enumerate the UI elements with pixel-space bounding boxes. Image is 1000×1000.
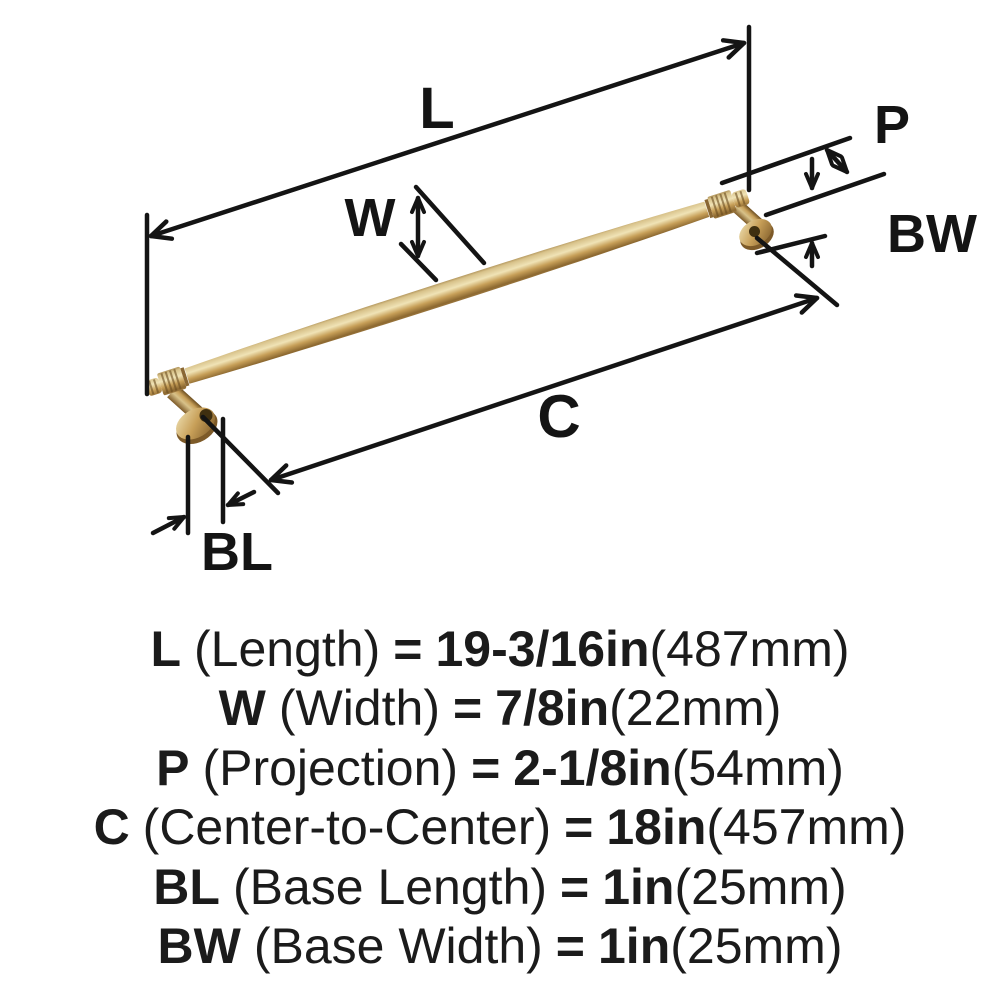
handle-dimension-diagram: L W P BW bbox=[144, 24, 977, 582]
spec-key: BW bbox=[157, 918, 241, 975]
dim-length: L bbox=[144, 24, 752, 397]
dim-projection-label: P bbox=[874, 95, 910, 155]
spec-values: 7/8in(22mm) bbox=[495, 683, 781, 733]
spec-equals: = bbox=[564, 799, 594, 856]
handle-left-foot bbox=[176, 407, 218, 445]
dim-base-width-label: BW bbox=[887, 204, 977, 264]
dim-projection: P bbox=[719, 95, 910, 218]
dim-center-ext-left bbox=[200, 414, 281, 496]
spec-key: P bbox=[156, 739, 190, 796]
spec-label: (Center-to-Center) bbox=[142, 799, 552, 856]
spec-metric: (54mm) bbox=[671, 739, 844, 796]
spec-row-base-width: BW (Base Width) = 1in(25mm) bbox=[0, 917, 1000, 977]
spec-values: 2-1/8in(54mm) bbox=[513, 743, 844, 793]
dim-center-arrow-line bbox=[268, 293, 820, 485]
spec-row-center-to-center: C (Center-to-Center) = 18in(457mm) bbox=[0, 798, 1000, 858]
spec-values: 18in(457mm) bbox=[606, 802, 906, 852]
dimension-spec-list: L (Length) = 19-3/16in(487mm) W (Width) … bbox=[0, 619, 1000, 976]
spec-label: (Base Length) bbox=[232, 858, 548, 915]
handle-bar bbox=[145, 189, 750, 396]
spec-inches: 7/8in bbox=[495, 680, 610, 737]
spec-inches: 2-1/8in bbox=[513, 739, 672, 796]
dim-length-label: L bbox=[419, 76, 454, 141]
handle-illustration bbox=[145, 189, 774, 445]
spec-metric: (487mm) bbox=[649, 620, 850, 677]
spec-key: L bbox=[150, 620, 182, 677]
spec-equals: = bbox=[452, 680, 483, 737]
spec-metric: (25mm) bbox=[670, 918, 843, 975]
dim-width: W bbox=[345, 184, 487, 283]
spec-inches: 1in bbox=[602, 858, 675, 915]
dim-width-tick-upper bbox=[413, 184, 487, 266]
dim-width-label: W bbox=[345, 188, 396, 248]
spec-equals: = bbox=[555, 918, 585, 975]
spec-key: BL bbox=[153, 858, 220, 915]
dim-base-length: BL bbox=[150, 416, 273, 582]
dimension-annotations: L W P BW bbox=[144, 24, 977, 582]
spec-equals: = bbox=[471, 739, 501, 796]
dim-center-ext-right bbox=[754, 235, 840, 308]
spec-metric: (25mm) bbox=[674, 858, 847, 915]
dim-base-length-arrow-right bbox=[225, 489, 257, 508]
dim-projection-line-outer bbox=[719, 135, 853, 186]
dim-base-width: BW bbox=[754, 204, 977, 269]
dim-center-label: C bbox=[537, 383, 580, 450]
spec-metric: (22mm) bbox=[609, 680, 782, 737]
dim-projection-line-inner bbox=[763, 171, 887, 218]
spec-values: 19-3/16in(487mm) bbox=[435, 624, 849, 674]
spec-row-projection: P (Projection) = 2-1/8in(54mm) bbox=[0, 738, 1000, 798]
dim-length-arrow-line bbox=[148, 38, 747, 241]
spec-key: C bbox=[93, 799, 130, 856]
dim-projection-arrow-line bbox=[824, 147, 850, 175]
spec-row-base-length: BL (Base Length) = 1in(25mm) bbox=[0, 857, 1000, 917]
spec-inches: 18in bbox=[606, 799, 707, 856]
spec-label: (Projection) bbox=[202, 739, 459, 796]
dim-center-to-center: C bbox=[200, 235, 840, 496]
spec-equals: = bbox=[560, 858, 590, 915]
spec-label: (Length) bbox=[194, 620, 381, 677]
spec-label: (Width) bbox=[278, 680, 440, 737]
spec-values: 1in(25mm) bbox=[598, 921, 842, 971]
right-foot-notch bbox=[749, 226, 760, 237]
spec-inches: 19-3/16in bbox=[435, 620, 650, 677]
spec-label: (Base Width) bbox=[253, 918, 543, 975]
dim-base-length-label: BL bbox=[201, 522, 273, 582]
spec-row-length: L (Length) = 19-3/16in(487mm) bbox=[0, 619, 1000, 679]
spec-key: W bbox=[218, 680, 266, 737]
spec-metric: (457mm) bbox=[706, 799, 907, 856]
spec-equals: = bbox=[393, 620, 423, 677]
dim-width-tick-lower bbox=[398, 241, 439, 283]
spec-values: 1in(25mm) bbox=[602, 862, 846, 912]
dim-base-length-arrow-left bbox=[150, 514, 187, 536]
spec-inches: 1in bbox=[598, 918, 671, 975]
spec-row-width: W (Width) = 7/8in(22mm) bbox=[0, 679, 1000, 739]
